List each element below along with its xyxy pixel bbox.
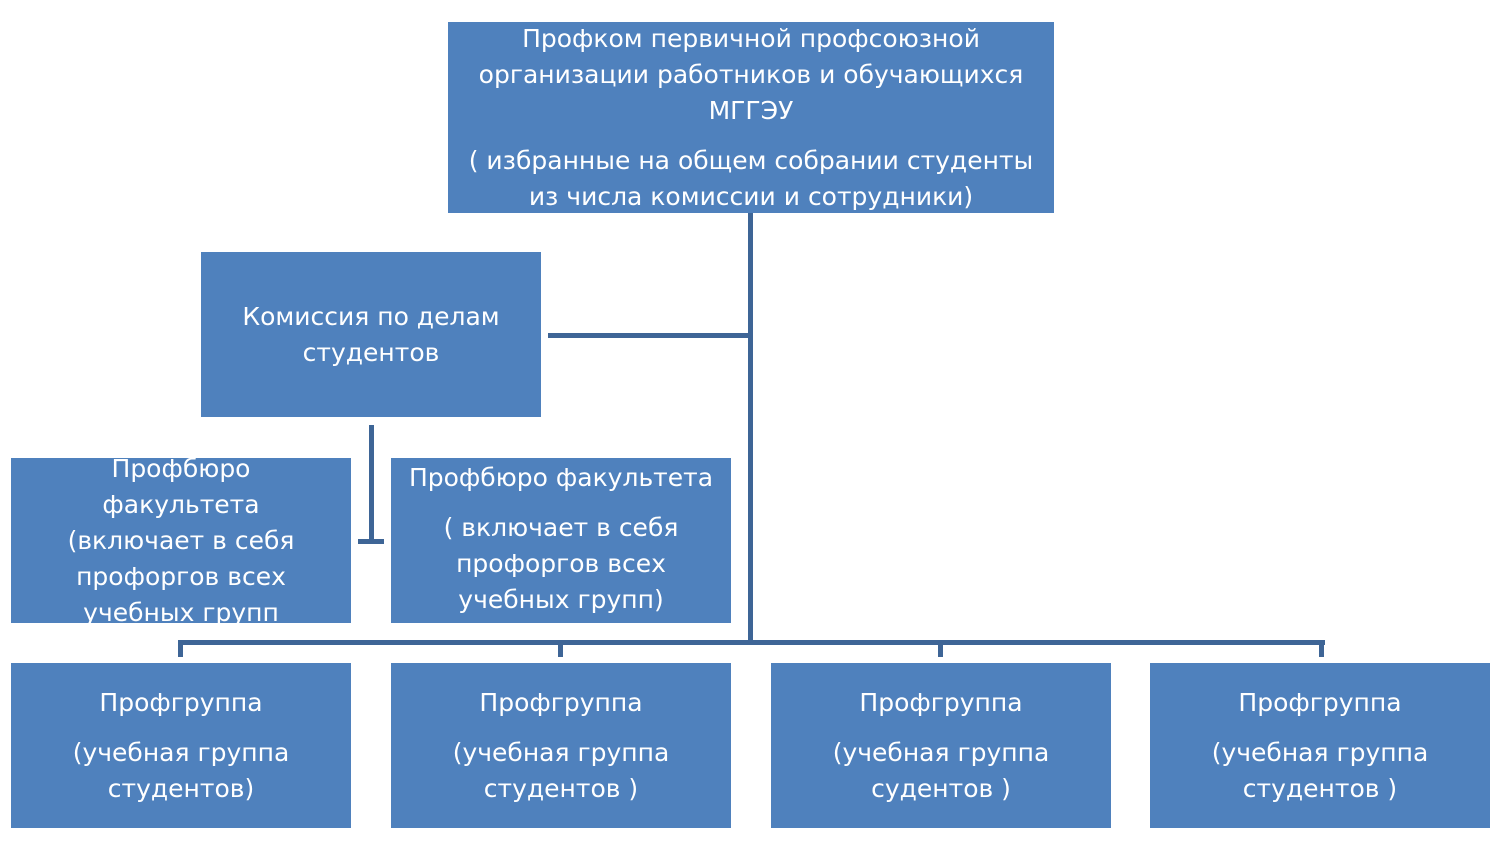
faculty-bureau-right-box: Профбюро факультета ( включает в себя пр…	[391, 458, 731, 623]
trade-group-box-3: Профгруппа (учебная группа судентов )	[771, 663, 1111, 828]
group-note: (учебная группа студентов )	[1211, 737, 1429, 803]
groups-bus-line	[178, 640, 1325, 645]
group-tick-1	[178, 640, 183, 657]
bureau-right-title: Профбюро факультета	[408, 463, 714, 492]
trade-group-box-1: Профгруппа (учебная группа студентов)	[11, 663, 351, 828]
group-note: (учебная группа студентов)	[72, 737, 290, 803]
group-note: (учебная группа судентов )	[832, 737, 1050, 803]
bureau-left-title: Профбюро факультета (включает в себя про…	[67, 453, 295, 627]
committee-note: ( избранные на общем собрании студенты и…	[468, 145, 1034, 211]
group-tick-2	[558, 640, 563, 657]
trade-group-box-4: Профгруппа (учебная группа студентов )	[1150, 663, 1490, 828]
commission-down-line	[369, 425, 374, 544]
group-title: Профгруппа	[479, 687, 643, 717]
group-tick-3	[938, 640, 943, 657]
faculty-bureau-left-box: Профбюро факультета (включает в себя про…	[11, 454, 351, 627]
group-title: Профгруппа	[1238, 687, 1402, 717]
group-tick-4	[1319, 640, 1324, 657]
committee-title: Профком первичной профсоюзной организаци…	[478, 23, 1024, 125]
student-affairs-commission-box: Комиссия по делам студентов	[201, 252, 541, 417]
group-note: (учебная группа студентов )	[452, 737, 670, 803]
commission-title: Комиссия по делам студентов	[242, 301, 500, 367]
bureau-right-note: ( включает в себя профоргов всех учебных…	[443, 513, 679, 614]
trade-union-committee-box: Профком первичной профсоюзной организаци…	[448, 22, 1054, 213]
group-title: Профгруппа	[859, 687, 1023, 717]
trade-group-box-2: Профгруппа (учебная группа студентов )	[391, 663, 731, 828]
main-vertical-line	[748, 213, 753, 645]
group-title: Профгруппа	[99, 687, 263, 717]
commission-t-bar	[358, 539, 384, 544]
commission-connector	[548, 333, 753, 338]
